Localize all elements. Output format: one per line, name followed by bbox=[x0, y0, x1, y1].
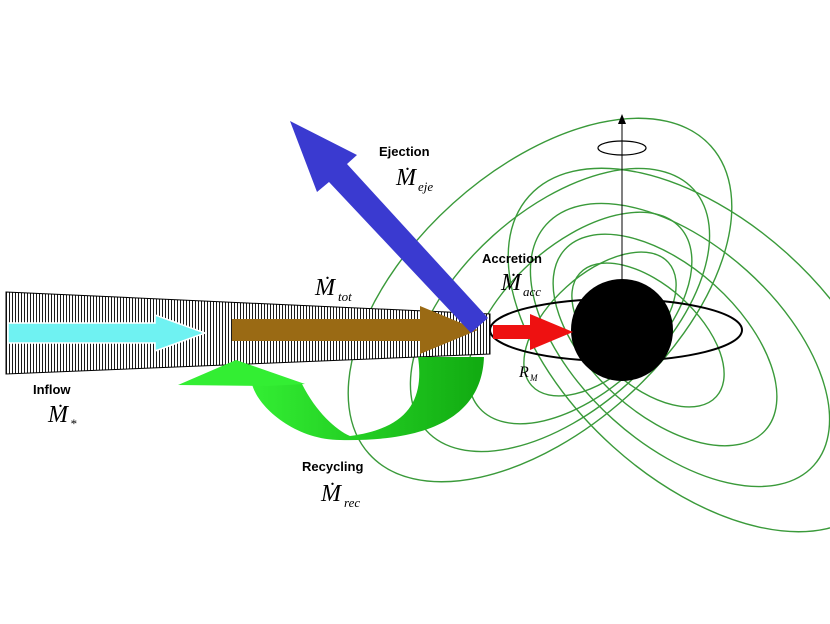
field-line bbox=[409, 167, 711, 453]
svg-text:M: M bbox=[314, 275, 337, 301]
magnetospheric-radius-symbol: R M bbox=[518, 364, 538, 383]
accretion-label: Accretion bbox=[482, 251, 542, 266]
svg-text:.: . bbox=[325, 262, 330, 284]
ejection-arrow bbox=[290, 121, 488, 333]
svg-text:tot: tot bbox=[338, 289, 352, 304]
svg-text:M: M bbox=[529, 373, 538, 383]
svg-text:acc: acc bbox=[523, 284, 541, 299]
total-rate-symbol: . M tot bbox=[314, 262, 352, 304]
inflow-label: Inflow bbox=[33, 382, 71, 397]
field-line bbox=[529, 202, 830, 488]
accretion-rate-symbol: . M acc bbox=[500, 259, 541, 299]
recycling-arrow bbox=[252, 357, 484, 441]
axis-arrowhead-icon bbox=[618, 114, 626, 124]
field-line bbox=[552, 233, 778, 447]
rotation-indicator-icon bbox=[597, 140, 647, 156]
svg-text:M: M bbox=[47, 402, 70, 428]
ejection-label: Ejection bbox=[379, 144, 430, 159]
recycling-rate-symbol: . M rec bbox=[320, 468, 360, 510]
svg-text:eje: eje bbox=[418, 179, 433, 194]
svg-text:M: M bbox=[500, 270, 523, 296]
central-object bbox=[571, 279, 673, 381]
svg-text:.: . bbox=[58, 390, 63, 412]
svg-text:rec: rec bbox=[344, 495, 360, 510]
inflow-rate-symbol: . M * bbox=[47, 390, 77, 431]
svg-text:*: * bbox=[70, 416, 77, 431]
field-line bbox=[347, 117, 733, 483]
inflow-arrow bbox=[7, 313, 208, 353]
accretion-arrow bbox=[493, 314, 573, 350]
total-flow-arrow bbox=[232, 306, 478, 354]
svg-text:M: M bbox=[320, 481, 343, 507]
svg-text:.: . bbox=[511, 259, 516, 281]
ejection-rate-symbol: . M eje bbox=[395, 153, 433, 194]
field-line bbox=[507, 167, 830, 533]
recycling-arrowhead-icon bbox=[178, 360, 305, 386]
svg-text:.: . bbox=[405, 153, 410, 175]
svg-text:.: . bbox=[330, 468, 335, 490]
recycling-label: Recycling bbox=[302, 459, 363, 474]
svg-text:R: R bbox=[518, 364, 529, 381]
svg-text:M: M bbox=[395, 165, 418, 191]
